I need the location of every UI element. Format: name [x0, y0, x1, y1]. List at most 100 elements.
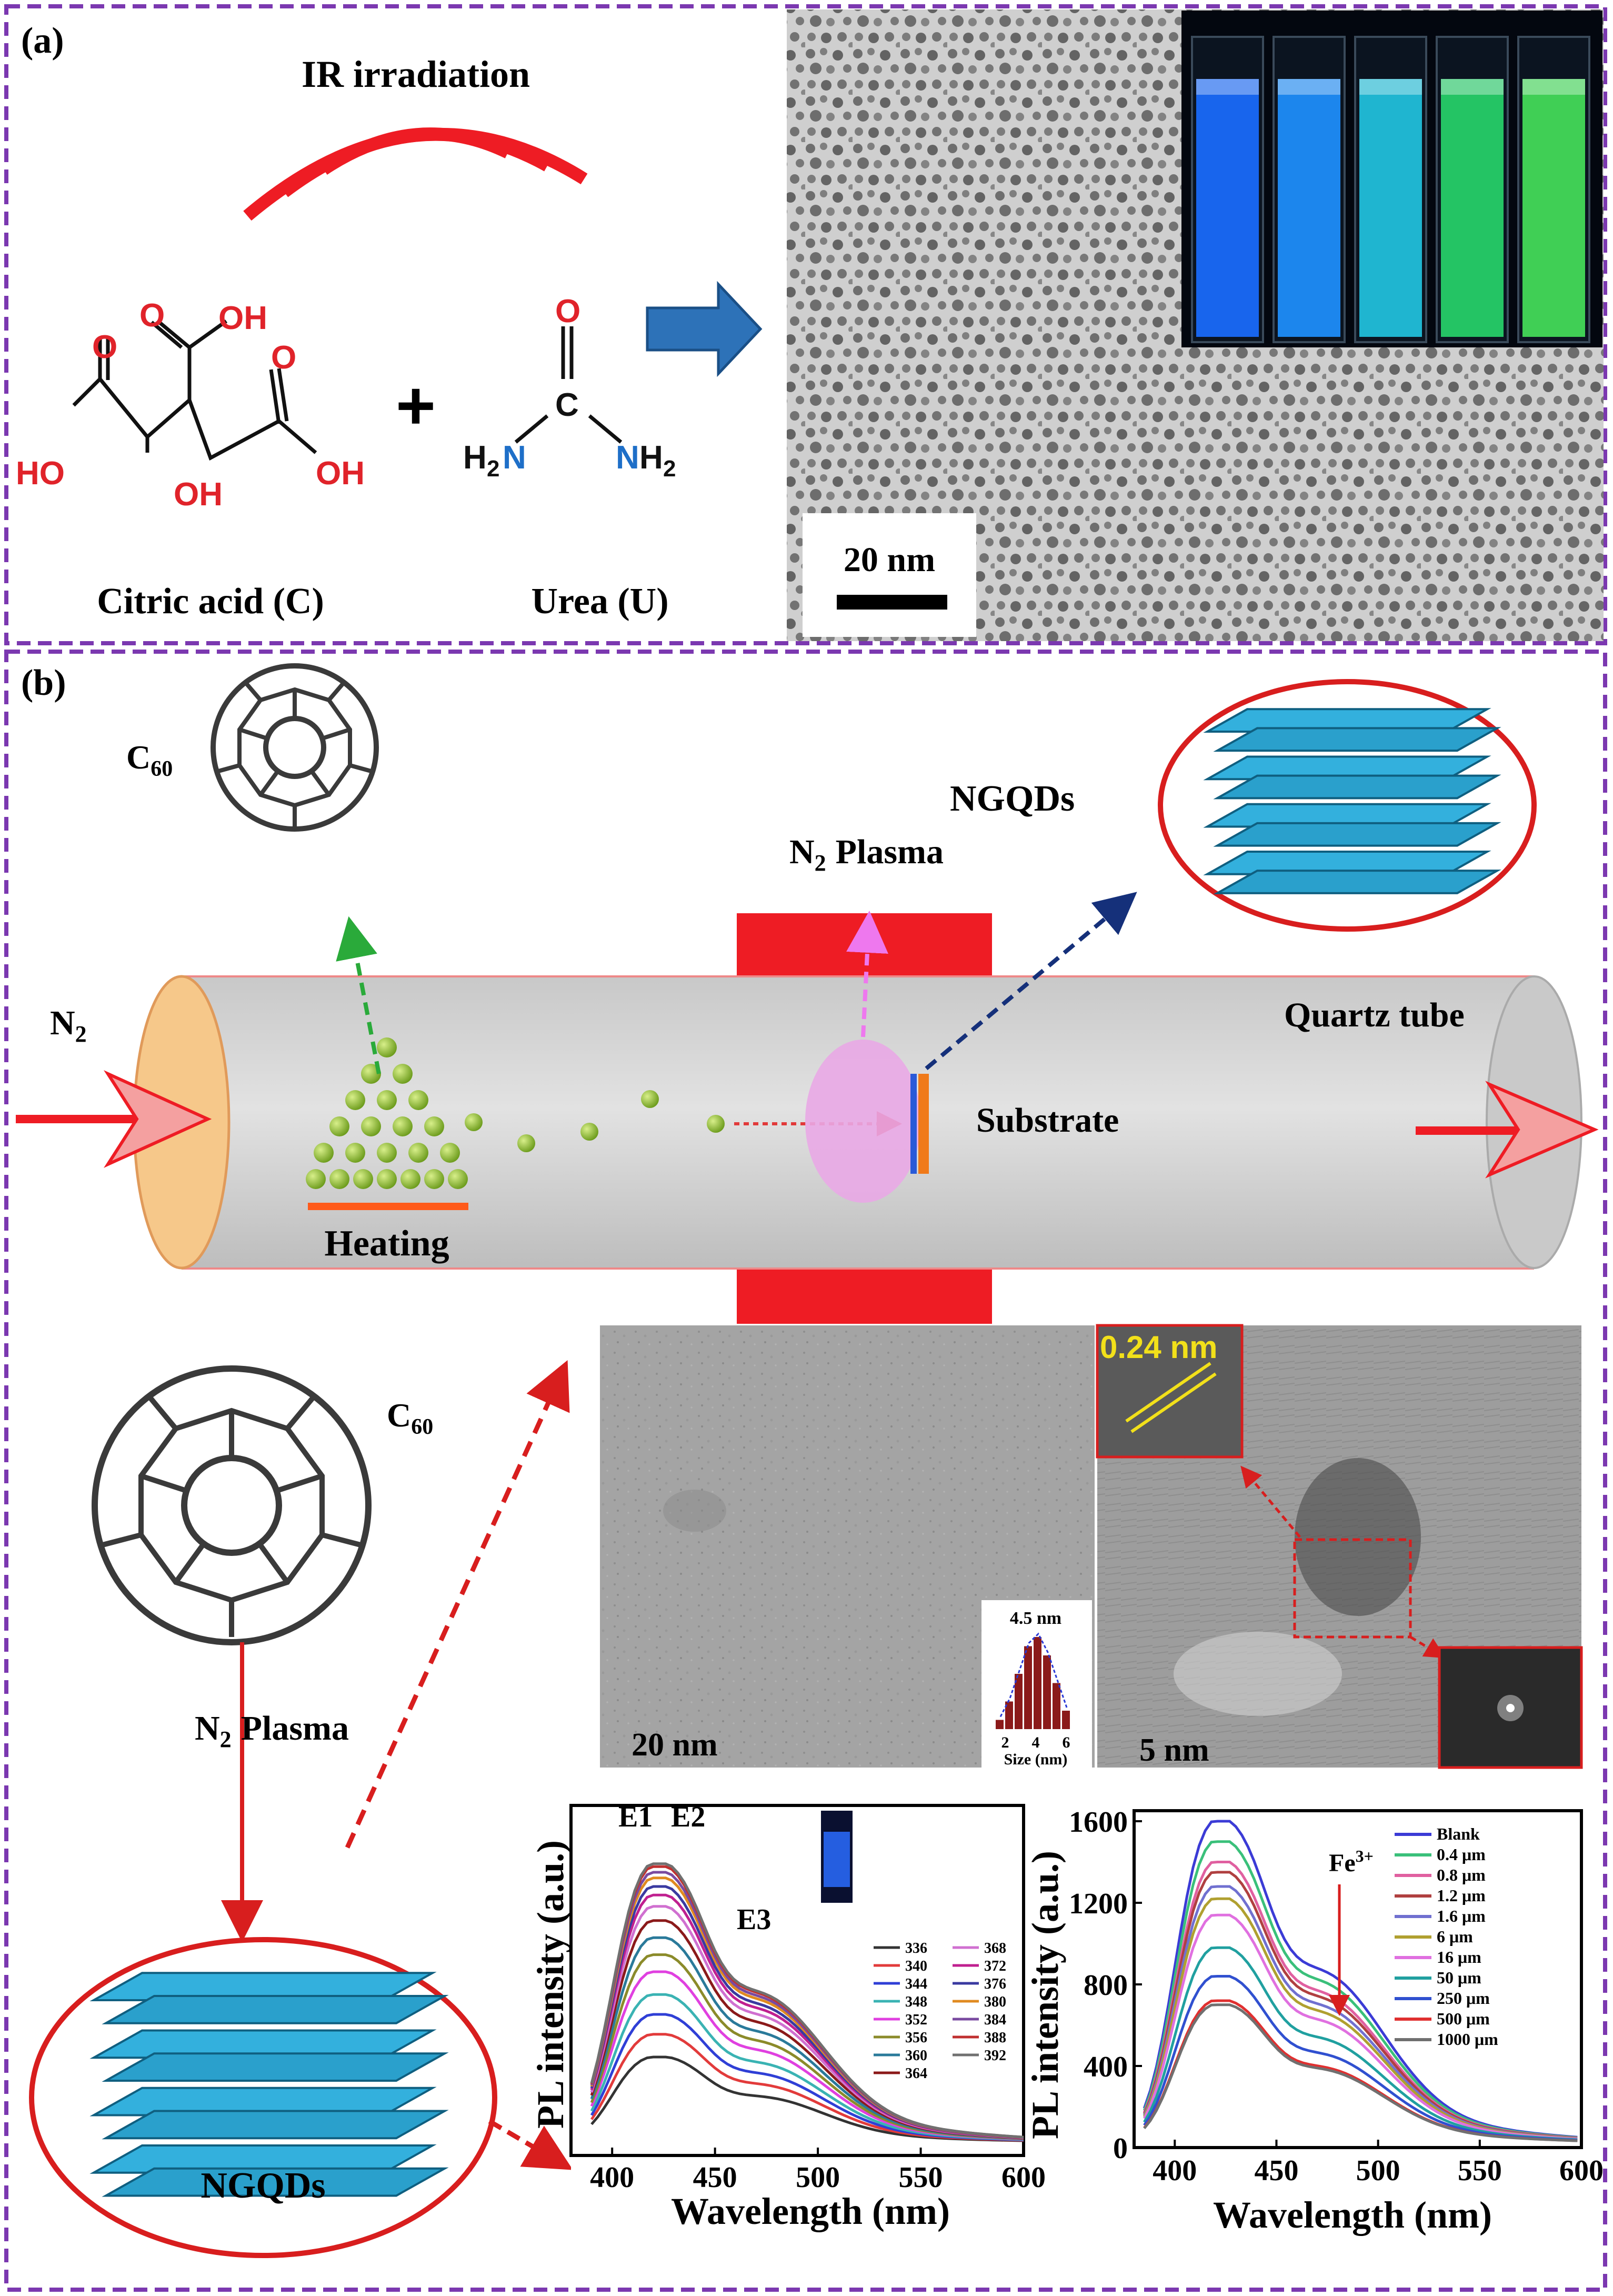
pl1-legend-label-9: 372 [984, 1958, 1006, 1974]
pile-particle-5-2 [353, 1169, 373, 1189]
pl1-plot-frame [569, 1804, 1025, 2157]
pl1-legend-label-0: 336 [905, 1940, 927, 1956]
pile-particle-3-1 [361, 1116, 381, 1136]
pl1-xtick-label-1: 450 [693, 2161, 737, 2194]
hist-bar-0 [996, 1720, 1004, 1729]
pl2-annotation: Fe3+ [1329, 1846, 1374, 1877]
hist-bar-4 [1034, 1637, 1041, 1729]
graphene-sheet-lower-3 [102, 2167, 449, 2197]
pl1-xtick-label-0: 400 [590, 2161, 634, 2194]
pl2-annotation-fe: Fe [1329, 1849, 1356, 1877]
navy-arrow [925, 892, 1137, 1071]
flying-particles [465, 1090, 725, 1152]
pl2-curves [1143, 1820, 1578, 2142]
pl2-legend-label-9: 500 μm [1437, 2009, 1490, 2028]
pl2-series-10 [1143, 2003, 1578, 2142]
hist-bar-3 [1024, 1646, 1032, 1729]
pile-particle-0-0 [377, 1037, 397, 1057]
vial-meniscus-4 [1522, 79, 1585, 95]
pl1-series-14 [590, 1862, 1024, 2139]
pl1-xtick-label-4: 600 [1001, 2161, 1046, 2194]
substrate-orange [918, 1074, 929, 1174]
pile-particle-5-4 [400, 1169, 420, 1189]
hist-xtick-1: 4 [1032, 1734, 1040, 1751]
pl1-xlabel: Wavelength (nm) [671, 2190, 950, 2232]
pl2-legend-label-5: 6 μm [1437, 1927, 1473, 1946]
tem-b2-scale-label: 5 nm [1139, 1732, 1209, 1768]
pl2-legend-label-8: 250 μm [1437, 1989, 1490, 2008]
quartz-tube-label: Quartz tube [1284, 996, 1465, 1034]
citric-ho: HO [16, 455, 65, 492]
red-dashed-arrow-down [488, 2119, 573, 2170]
histogram-bars [996, 1632, 1070, 1729]
pile-particle-2-0 [345, 1090, 365, 1110]
panel-a-border [4, 4, 1607, 645]
urea-structure: O C H 2 N N H 2 [463, 293, 676, 482]
graphene-sheet-lower-1 [1213, 774, 1501, 800]
c60-particle-pile [306, 1037, 468, 1189]
vial-liquid-1 [1278, 79, 1340, 337]
hist-bar-5 [1043, 1655, 1051, 1729]
urea-h2n-sub: 2 [487, 456, 499, 482]
urea-nh2-h: H [639, 440, 663, 476]
n2-inlet-sub: 2 [75, 1021, 87, 1047]
pl2-legend-label-3: 1.2 μm [1437, 1886, 1486, 1905]
pl1-legend-label-8: 368 [984, 1940, 1006, 1956]
pile-particle-5-5 [424, 1169, 444, 1189]
c60-label-top-sub: 60 [151, 757, 173, 781]
urea-label: Urea (U) [531, 581, 668, 622]
pile-particle-3-3 [424, 1116, 444, 1136]
green-arrow [336, 916, 381, 1074]
inlet-arrow-icon [16, 1070, 212, 1168]
pl2-xtick-label-2: 500 [1356, 2154, 1400, 2187]
pl1-legend-label-1: 340 [905, 1958, 927, 1974]
pl2-ytick-label-3: 1200 [1069, 1888, 1128, 1920]
hist-bar-7 [1062, 1711, 1070, 1729]
pl1-legend-label-14: 392 [984, 2048, 1006, 2064]
pl1-legend-label-13: 388 [984, 2030, 1006, 2046]
citric-oh2: OH [174, 476, 223, 513]
citric-acid-structure: O O OH O HO OH OH [16, 297, 365, 513]
pl2-ytick-label-4: 1600 [1069, 1806, 1128, 1839]
hist-bar-2 [1015, 1674, 1023, 1729]
graphene-sheet-lower-3 [1213, 870, 1501, 894]
n2-plasma-bottom-word: Plasma [241, 1709, 349, 1748]
hist-fit-line [999, 1632, 1068, 1718]
pl2-legend-label-4: 1.6 μm [1437, 1906, 1486, 1925]
pl2-xtick-label-3: 550 [1458, 2154, 1502, 2187]
ngqds-label-bottom: NGQDs [201, 2165, 325, 2206]
hist-xlabel: Size (nm) [1004, 1751, 1068, 1768]
urea-nh2-n: N [616, 440, 639, 476]
hist-xtick-2: 6 [1063, 1734, 1070, 1751]
c60-molecule-icon [211, 663, 379, 832]
citric-o3: O [271, 340, 296, 376]
pl1-legend-label-2: 344 [905, 1976, 927, 1992]
pl1-vial-icon [821, 1811, 853, 1903]
ir-irradiation-label: IR irradiation [302, 53, 530, 95]
n2-inlet-label: N2 [50, 1004, 87, 1047]
pl2-ylabel: PL intensity (a.u.) [1024, 1851, 1066, 2139]
c60-molecule-bottom-icon [92, 1365, 372, 1645]
panel-b-label: (b) [21, 663, 66, 703]
n2-plasma-top-word: Plasma [836, 833, 944, 871]
tem-b2-scale-bar [1129, 1776, 1229, 1784]
pl1-legend-label-3: 348 [905, 1994, 927, 2010]
pile-particle-2-2 [408, 1090, 428, 1110]
heating-label: Heating [324, 1223, 449, 1264]
ngqds-label-top: NGQDs [950, 778, 1075, 819]
substrate-label: Substrate [976, 1101, 1119, 1140]
outlet-arrow-icon [1416, 1081, 1599, 1179]
ir-waves-icon [243, 127, 588, 221]
vial-meniscus-0 [1196, 79, 1259, 95]
pile-particle-5-0 [306, 1169, 326, 1189]
pl1-legend-label-12: 384 [984, 2012, 1006, 2028]
pile-particle-2-1 [377, 1090, 397, 1110]
urea-nh2-sub: 2 [663, 456, 676, 482]
pl2-legend-label-10: 1000 μm [1437, 2030, 1498, 2049]
reaction-arrow-icon [646, 281, 763, 377]
heater-bar [308, 1203, 468, 1210]
